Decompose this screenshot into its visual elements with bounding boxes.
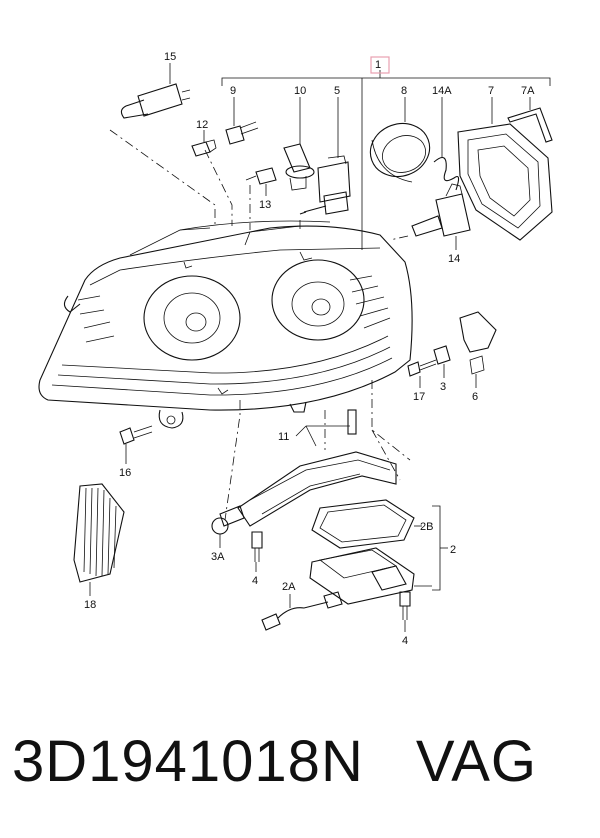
callout-4-right: 4	[402, 635, 408, 647]
callout-11: 11	[278, 431, 289, 443]
brand-name: VAG	[415, 729, 538, 794]
grille-18	[73, 483, 125, 596]
callout-13: 13	[259, 199, 271, 211]
callout-7a: 7A	[521, 85, 535, 97]
callout-1: 1	[375, 59, 381, 71]
callout-9: 9	[230, 85, 236, 97]
callout-2: 2	[450, 544, 456, 556]
callout-3: 3	[440, 381, 446, 393]
control-unit-2	[309, 505, 448, 605]
bulb-13	[245, 167, 277, 196]
screw-4-right	[399, 591, 411, 632]
wiring-harness	[211, 451, 397, 535]
callout-12: 12	[196, 119, 208, 131]
part-number: 3D1941018N	[12, 729, 364, 794]
bulb-holder-10	[283, 97, 315, 191]
socket-9	[225, 97, 259, 145]
callout-8: 8	[401, 85, 407, 97]
spring-clip-14a	[433, 97, 460, 191]
gasket-2b	[311, 499, 422, 549]
cable-2a	[261, 591, 343, 631]
callout-15: 15	[164, 51, 176, 63]
callout-14a: 14A	[432, 85, 452, 97]
part-caption: 3D1941018N VAG	[12, 728, 592, 808]
callout-10: 10	[294, 85, 306, 97]
bracket-6	[459, 311, 497, 388]
callout-3a: 3A	[211, 551, 225, 563]
callout-17: 17	[413, 391, 425, 403]
screw-16	[119, 425, 153, 464]
bulb-12	[191, 130, 217, 157]
callout-1-highlight	[370, 56, 390, 74]
round-cap-8	[369, 97, 431, 183]
headlight-housing	[38, 220, 413, 429]
callout-14: 14	[448, 253, 460, 265]
rear-cover-7	[457, 97, 553, 241]
bulb-15	[120, 63, 191, 119]
group-bracket-1	[221, 70, 551, 250]
screw-4-left	[251, 531, 263, 572]
leveling-motor-5	[299, 97, 351, 215]
callout-2b: 2B	[420, 521, 433, 533]
callout-2a: 2A	[282, 581, 296, 593]
callout-4-left: 4	[252, 575, 258, 587]
screw-17	[407, 359, 437, 388]
projection-lines	[109, 129, 411, 521]
callout-6: 6	[472, 391, 478, 403]
pins-11	[295, 409, 357, 447]
xenon-bulb-14	[411, 183, 471, 250]
callout-7: 7	[488, 85, 494, 97]
wire-clip-7a	[507, 97, 553, 143]
callout-18: 18	[84, 599, 96, 611]
callout-16: 16	[119, 467, 131, 479]
nut-3	[433, 345, 451, 378]
callout-5: 5	[334, 85, 340, 97]
